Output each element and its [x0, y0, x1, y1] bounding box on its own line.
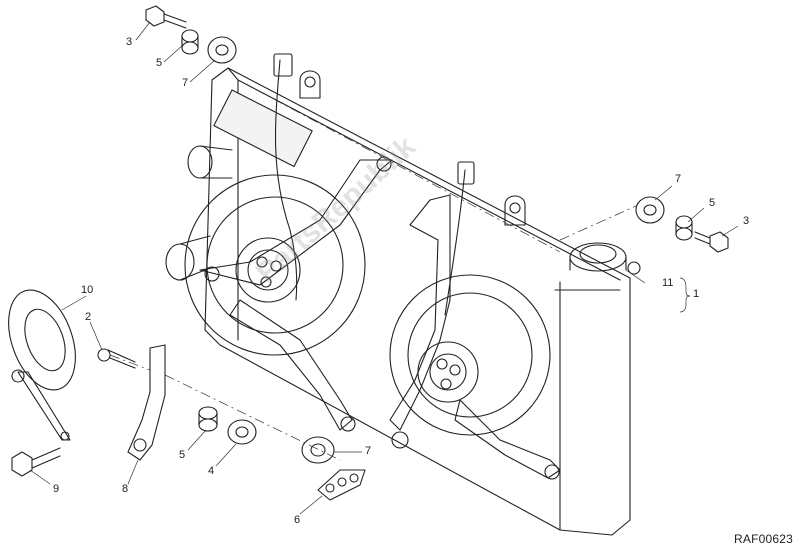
callout-4: 4: [208, 465, 215, 477]
plate-6: [317, 469, 366, 501]
bushing-5-top: [181, 29, 199, 55]
inlet-pipe: [165, 145, 233, 281]
wiring: [273, 53, 475, 316]
grommet-4: [227, 419, 257, 445]
left-fan-bracket: [199, 156, 393, 432]
right-fan: [389, 274, 551, 436]
filler-neck: [569, 242, 641, 275]
callout-6: 6: [294, 514, 301, 526]
callout-5-bottom: 5: [179, 449, 186, 461]
bushing-5-right: [675, 215, 693, 241]
radiator: [204, 67, 631, 536]
callout-2: 2: [85, 311, 92, 323]
callout-3-right: 3: [743, 215, 750, 227]
right-fan-bracket: [389, 194, 561, 480]
callout-9: 9: [53, 483, 60, 495]
bushing-5-bottom: [198, 406, 218, 432]
callout-5-top: 5: [156, 57, 163, 69]
callout-3-top: 3: [126, 36, 133, 48]
bolt-3-top: [145, 5, 187, 29]
horn-bracket: [127, 344, 166, 461]
screw-2: [97, 348, 136, 369]
bolt-3-right: [694, 231, 729, 253]
bolt-9: [11, 447, 61, 477]
left-fan: [184, 174, 366, 356]
callout-7-top: 7: [182, 77, 189, 89]
damper-7-top: [207, 36, 237, 64]
callout-7-bottom: 7: [365, 445, 372, 457]
callout-8: 8: [122, 483, 129, 495]
leader-lines: [29, 21, 739, 515]
callout-7-right: 7: [675, 173, 682, 185]
callout-1: 1: [693, 288, 700, 300]
damper-7-bottom: [301, 436, 335, 464]
horn: [8, 289, 76, 441]
callout-11: 11: [662, 277, 674, 289]
reference-code: RAF00623: [734, 532, 793, 546]
mount-eyelets: [299, 70, 526, 226]
callout-10: 10: [81, 284, 94, 296]
callout-5-right: 5: [709, 197, 716, 209]
damper-7-right: [635, 196, 665, 224]
